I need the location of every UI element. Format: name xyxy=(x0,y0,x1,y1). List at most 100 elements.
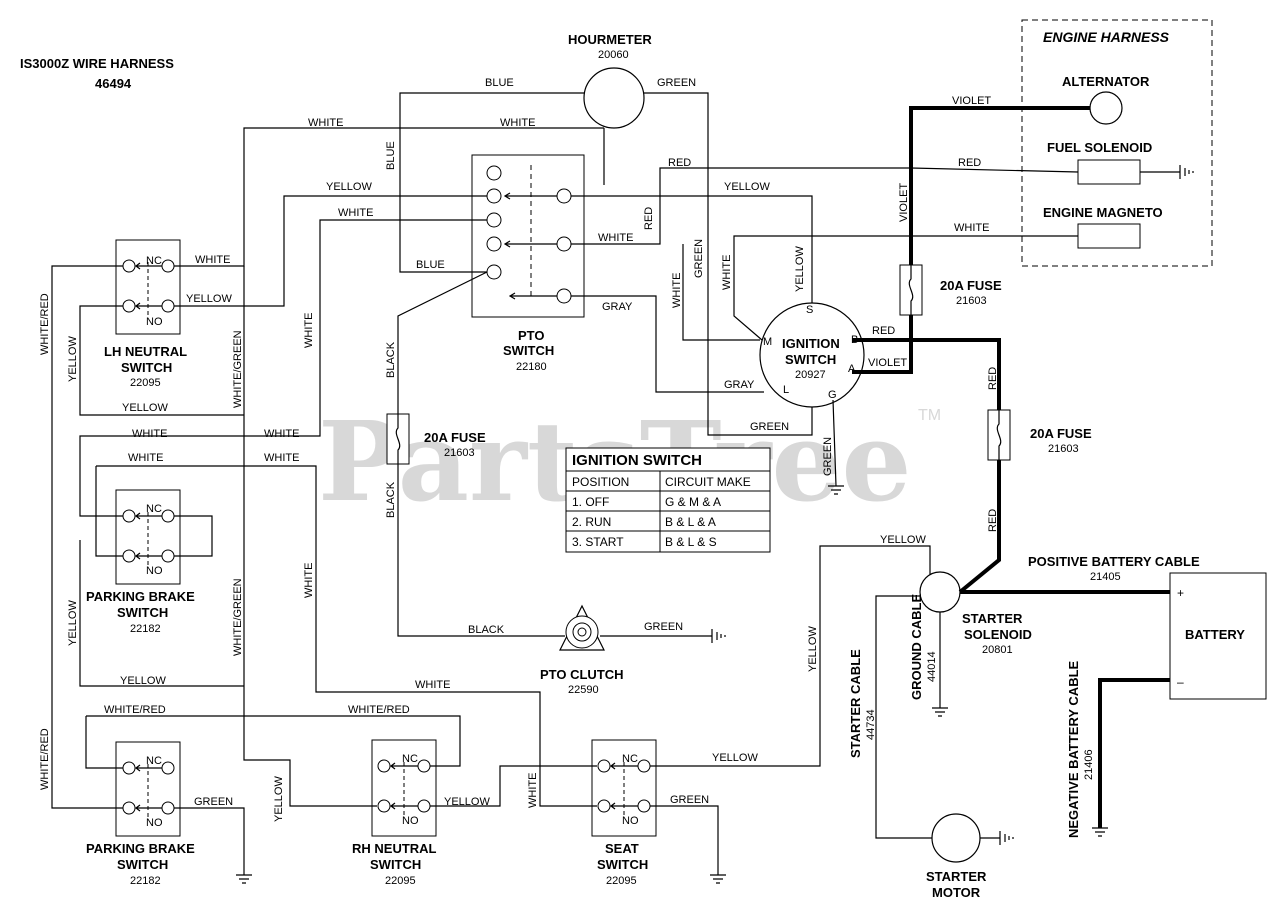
starter-motor-label-1: STARTER xyxy=(926,869,987,884)
diagram-part-number: 46494 xyxy=(95,76,132,91)
parking-brake-2-part: 22182 xyxy=(130,875,161,887)
engine-harness-title: ENGINE HARNESS xyxy=(1043,29,1170,45)
wire-label-gray-2: GRAY xyxy=(724,379,755,391)
wire-label-red-v3: RED xyxy=(987,509,999,532)
wire-label-white-8: WHITE xyxy=(264,428,299,440)
fuse-violet-part: 21603 xyxy=(956,295,987,307)
ign-terminal-m: M xyxy=(763,336,772,348)
starter-motor-symbol xyxy=(931,813,981,863)
engine-harness-box xyxy=(1021,19,1213,267)
wire-label-yellow-v1: YELLOW xyxy=(67,336,79,382)
parking-brake-2-label-1: PARKING BRAKE xyxy=(86,841,195,856)
ignition-table-header-position: POSITION xyxy=(572,475,629,489)
rh-neutral-no: NO xyxy=(402,815,419,827)
wire-label-white-v4: WHITE xyxy=(721,255,733,290)
ignition-table-row-2-position: 2. RUN xyxy=(572,515,611,529)
parking-brake-2-nc: NC xyxy=(146,755,162,767)
ignition-table-row-3-position: 3. START xyxy=(572,535,624,549)
lh-neutral-part: 22095 xyxy=(130,377,161,389)
negative-cable-part: 21406 xyxy=(1083,749,1095,780)
pto-clutch-label: PTO CLUTCH xyxy=(540,667,624,682)
ignition-switch-part: 20927 xyxy=(795,369,826,381)
ignition-table-title: IGNITION SWITCH xyxy=(572,452,702,469)
seat-switch-no: NO xyxy=(622,815,639,827)
positive-cable-part: 21405 xyxy=(1090,571,1121,583)
wire-label-white-11: WHITE xyxy=(415,679,450,691)
pto-switch-terminals xyxy=(486,165,572,304)
seat-switch-nc: NC xyxy=(622,753,638,765)
wire-label-violet-1: VIOLET xyxy=(952,95,991,107)
fuel-solenoid-ground xyxy=(1140,165,1194,179)
ground-cable-label: GROUND CABLE xyxy=(909,594,924,700)
wire-label-blue-top: BLUE xyxy=(485,77,514,89)
wire-label-white-4: WHITE xyxy=(954,222,989,234)
wire-label-yellow-2: YELLOW xyxy=(724,181,770,193)
wire-label-yellow-v5: YELLOW xyxy=(273,776,285,822)
diagram-title: IS3000Z WIRE HARNESS xyxy=(20,56,174,71)
pto-clutch-symbol xyxy=(559,604,605,651)
starter-motor-ground xyxy=(980,831,1014,845)
ignition-table-row-2-circuit: B & L & A xyxy=(665,515,716,529)
wire-label-red-2: RED xyxy=(958,157,981,169)
lh-neutral-label-2: SWITCH xyxy=(121,360,172,375)
fuel-solenoid-label: FUEL SOLENOID xyxy=(1047,140,1152,155)
battery-symbol xyxy=(1169,572,1267,700)
wire-label-white-v1: WHITE xyxy=(303,313,315,348)
wire-label-yellow-v4: YELLOW xyxy=(807,626,819,672)
fuel-solenoid-symbol xyxy=(1077,159,1141,185)
negative-cable-label: NEGATIVE BATTERY CABLE xyxy=(1066,660,1081,838)
ign-terminal-l: L xyxy=(783,384,789,396)
alternator-symbol xyxy=(1089,91,1123,125)
hourmeter-part: 20060 xyxy=(598,49,629,61)
pto-switch-part: 22180 xyxy=(516,361,547,373)
violet-cable-lower xyxy=(852,315,913,374)
wire-label-yellow-5: YELLOW xyxy=(120,675,166,687)
fuse-left-element xyxy=(395,414,401,464)
wire-label-white-5: WHITE xyxy=(598,232,633,244)
fuse-red-label: 20A FUSE xyxy=(1030,426,1092,441)
wire-label-yellow-1: YELLOW xyxy=(326,181,372,193)
wire-label-white-v2: WHITE xyxy=(303,563,315,598)
lh-neutral-nc: NC xyxy=(146,255,162,267)
wire-label-yellow-v3: YELLOW xyxy=(794,246,806,292)
wire-label-gray-1: GRAY xyxy=(602,301,633,313)
ign-terminal-a: A xyxy=(848,363,856,375)
wire-label-green-2: GREEN xyxy=(750,421,789,433)
wire-label-white-red-2: WHITE/RED xyxy=(348,704,410,716)
positive-cable-label: POSITIVE BATTERY CABLE xyxy=(1028,554,1200,569)
battery-label: BATTERY xyxy=(1185,627,1245,642)
negative-ground-icon xyxy=(1092,827,1108,837)
wire-label-white-7: WHITE xyxy=(132,428,167,440)
wire-label-white-red-1: WHITE/RED xyxy=(104,704,166,716)
ignition-table-row-1-position: 1. OFF xyxy=(572,495,609,509)
seat-switch-label-2: SWITCH xyxy=(597,857,648,872)
ign-terminal-g: G xyxy=(828,389,837,401)
wire-label-red-3: RED xyxy=(872,325,895,337)
wire-label-blue-vertical: BLUE xyxy=(385,141,397,170)
rh-neutral-label-1: RH NEUTRAL xyxy=(352,841,437,856)
red-cable-lower xyxy=(958,460,1001,594)
wire-label-green-5: GREEN xyxy=(670,794,709,806)
alternator-label: ALTERNATOR xyxy=(1062,74,1150,89)
red-cable-upper xyxy=(852,338,1001,410)
wire-label-yellow-4: YELLOW xyxy=(122,402,168,414)
seat-switch-part: 22095 xyxy=(606,875,637,887)
thin-wires xyxy=(51,92,1079,884)
ignition-table-row-3-circuit: B & L & S xyxy=(665,535,717,549)
wire-label-black-1: BLACK xyxy=(468,624,505,636)
fuse-violet-label: 20A FUSE xyxy=(940,278,1002,293)
parking-brake-2-no: NO xyxy=(146,817,163,829)
violet-cable-upper xyxy=(909,106,1090,265)
wire-label-green-4: GREEN xyxy=(194,796,233,808)
starter-solenoid-label-1: STARTER xyxy=(962,611,1023,626)
pto-switch-label-2: SWITCH xyxy=(503,343,554,358)
rh-neutral-part: 22095 xyxy=(385,875,416,887)
wire-label-green-v2: GREEN xyxy=(822,437,834,476)
wire-label-red-v1: RED xyxy=(643,207,655,230)
fuse-violet-element xyxy=(908,265,914,315)
fuse-red-part: 21603 xyxy=(1048,443,1079,455)
wire-label-yellow-6: YELLOW xyxy=(880,534,926,546)
starter-solenoid-symbol xyxy=(919,571,961,613)
starter-solenoid-label-2: SOLENOID xyxy=(964,627,1032,642)
